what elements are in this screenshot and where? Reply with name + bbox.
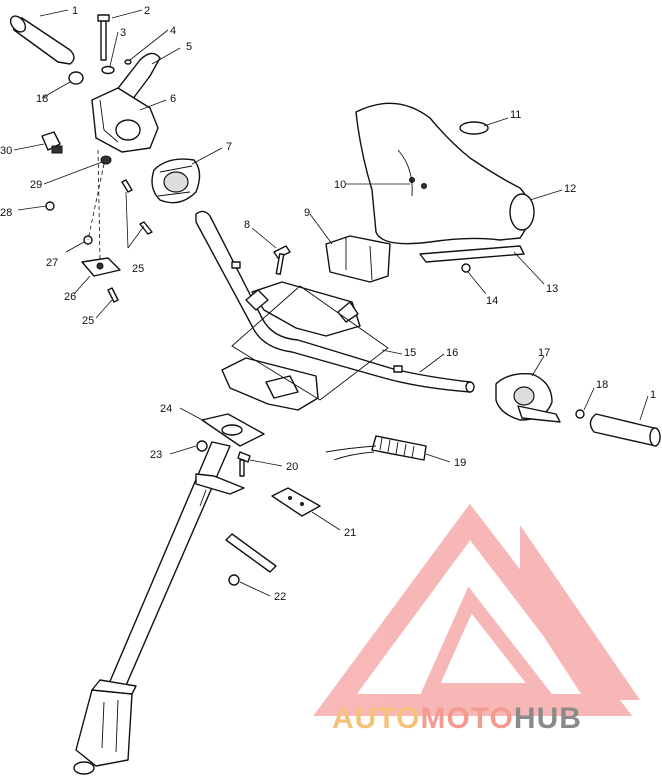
callout-4: 4 [170,25,176,37]
watermark-text: AUTOMOTOHUB [332,702,582,735]
steering-plate [201,413,265,447]
svg-text:AUTOMOTOHUB: AUTOMOTOHUB [332,702,582,735]
watermark-auto: AUTO [332,702,420,735]
watermark-logo [313,503,640,716]
screw-25a [121,179,133,193]
callout-18b: 18 [596,379,608,391]
handlebar-pad [355,102,535,245]
washer-4 [124,59,132,65]
callout-labels: 1 2 3 4 5 6 7 8 9 10 11 12 13 14 15 16 1… [0,5,656,603]
left-grip [9,15,75,65]
nut-22 [228,574,240,586]
callout-5: 5 [186,41,192,53]
steering-column [73,441,245,775]
screw-28 [45,201,55,211]
callout-27: 27 [46,257,58,269]
pin [97,14,110,61]
callout-29: 29 [30,179,42,191]
callout-8: 8 [244,219,250,231]
clip [271,487,321,517]
callout-25a: 25 [132,263,144,275]
callout-9: 9 [304,207,310,219]
callout-15: 15 [404,347,416,359]
callout-21: 21 [344,527,356,539]
pad-mount-outline [231,285,389,401]
spacer-tube [225,533,277,573]
callout-13: 13 [546,283,558,295]
pad-fastener [461,263,471,273]
callout-23: 23 [150,449,162,461]
lower-clamp-block [221,357,319,411]
watermark-moto: MOTO [420,702,513,735]
callout-16: 16 [446,347,458,359]
callout-25b: 25 [82,315,94,327]
kill-switch [41,131,63,154]
callout-24: 24 [160,403,172,415]
callout-17: 17 [538,347,550,359]
callout-12: 12 [564,183,576,195]
nut-23 [196,440,208,452]
callout-14: 14 [486,295,498,307]
callout-19: 19 [454,457,466,469]
callout-3: 3 [120,27,126,39]
screw-25b [139,221,153,235]
right-grip [589,413,661,447]
end-cap-left [68,71,84,85]
callout-30: 30 [0,145,12,157]
spring [325,435,427,461]
washer-3 [101,65,115,75]
pad-bracket [325,235,391,283]
callout-1b: 1 [650,389,656,401]
callout-28: 28 [0,207,12,219]
callout-2: 2 [144,5,150,17]
callout-22: 22 [274,591,286,603]
watermark-hub: HUB [514,702,582,735]
throttle-housing [91,87,159,165]
callout-6: 6 [170,93,176,105]
right-switch-housing [495,373,561,423]
housing-cover [151,158,201,204]
callout-10: 10 [334,179,346,191]
callout-7: 7 [226,141,232,153]
callout-1a: 1 [72,5,78,17]
bolt-20 [237,451,251,477]
callout-26: 26 [64,291,76,303]
end-cap-right [575,409,585,419]
throttle-lever [111,52,161,101]
screw-25c [107,287,119,303]
leader-lines [13,9,649,597]
bolt-8 [273,245,291,275]
callout-18a: 18 [36,93,48,105]
callout-20: 20 [286,461,298,473]
callout-11: 11 [510,109,521,121]
lower-clamp [81,257,121,277]
pad-strap [419,245,525,263]
